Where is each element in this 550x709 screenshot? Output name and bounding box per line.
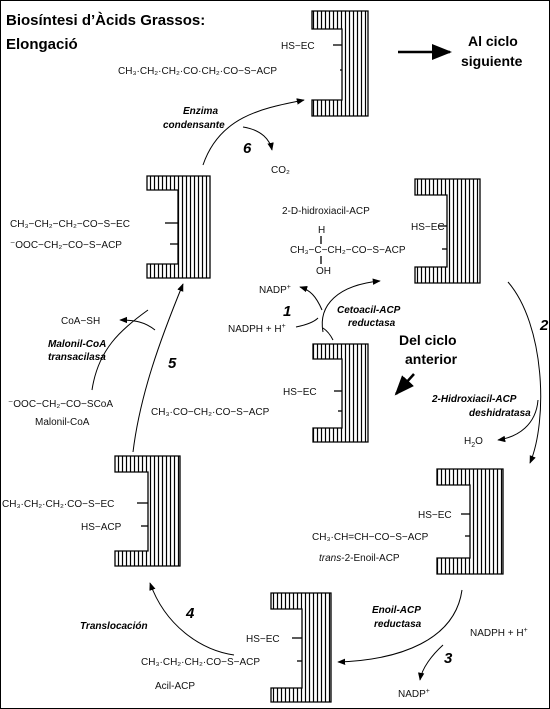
malonyl-arrow bbox=[91, 309, 149, 391]
prev-cycle-arrow bbox=[394, 373, 415, 396]
enzyme-label-1: Cetoacil-ACP bbox=[337, 305, 401, 316]
enzyme-label-1: Enzima bbox=[183, 106, 218, 117]
prev-cycle-label-1: Del ciclo bbox=[399, 332, 457, 348]
complex-hydroxyacyl: 2-D-hidroxiacil-ACP HS−EC H CH₃−C−CH₂−CO… bbox=[282, 178, 481, 284]
complex-enoyl: HS−EC CH₃·CH=CH−CO−S−ACP trans-2-Enoil-A… bbox=[312, 468, 504, 575]
product: CO₂ bbox=[271, 165, 290, 176]
complex-line-1: HS−EC bbox=[246, 634, 280, 645]
co2-arrow bbox=[242, 126, 274, 151]
enoyl-name-italic: trans bbox=[319, 553, 341, 564]
step-2: 2 2-Hidroxiacil-ACP deshidratasa H2O bbox=[431, 281, 549, 464]
product: NADP+ bbox=[259, 284, 291, 296]
title-line-2: Elongació bbox=[6, 36, 78, 53]
substrate: NADPH + H+ bbox=[228, 323, 286, 335]
complex-line-1: HS−EC bbox=[411, 222, 445, 233]
product: H2O bbox=[464, 436, 483, 449]
complex-line-2: CH₃·CO−CH₂·CO−S−ACP bbox=[151, 407, 270, 418]
enzyme-label-2: reductasa bbox=[374, 619, 422, 630]
complex-line-1: CH₃·CH₂·CH₂·CO−S−EC bbox=[2, 499, 114, 510]
step-1-arrow bbox=[321, 278, 381, 333]
complex-line-2: CH₃·CH₂·CH₂·CO·CH₂·CO−S−ACP bbox=[118, 66, 277, 77]
step-number: 3 bbox=[444, 650, 453, 667]
complex-acyl: HS−EC CH₃·CH₂·CH₂·CO−S−ACP Acil-ACP bbox=[141, 592, 332, 703]
enzyme-complex-shape bbox=[312, 343, 369, 443]
nadp-arrow bbox=[418, 644, 444, 681]
hydroxy-name: 2-D-hidroxiacil-ACP bbox=[282, 206, 370, 217]
enzyme-complex-shape bbox=[270, 592, 332, 703]
step-6-arrow bbox=[202, 98, 305, 166]
complex-line-2: CH₃−C−CH₂−CO−S−ACP bbox=[290, 245, 406, 256]
step-4-arrow bbox=[149, 582, 235, 656]
enzyme-complex-shape bbox=[146, 175, 211, 279]
step-2-arrow bbox=[507, 281, 542, 464]
enzyme-label-2: deshidratasa bbox=[469, 408, 531, 419]
enzyme-complex-shape bbox=[436, 468, 504, 575]
step-5: CoA−SH Malonil-CoA transacilasa 5 ⁻OOC−C… bbox=[8, 283, 184, 453]
step-number: 1 bbox=[283, 303, 291, 320]
product: NADP+ bbox=[398, 688, 430, 700]
next-cycle-label-1: Al ciclo bbox=[468, 33, 518, 49]
enzyme-label-2: transacilasa bbox=[48, 352, 106, 363]
anterior-to-step-1 bbox=[322, 327, 334, 341]
complex-line-1: CH₃−CH₂−CH₂−CO−S−EC bbox=[10, 219, 130, 230]
complex-line-2: CH₃·CH₂·CH₂·CO−S−ACP bbox=[141, 657, 260, 668]
enzyme-label-2: reductasa bbox=[348, 318, 396, 329]
enzyme-label-2: condensante bbox=[163, 120, 225, 131]
acyl-name: Acil-ACP bbox=[155, 681, 195, 692]
coash-arrow bbox=[119, 316, 156, 331]
step-5-arrow bbox=[132, 283, 184, 453]
complex-translocated: CH₃·CH₂·CH₂·CO−S−EC HS−ACP bbox=[2, 455, 181, 567]
step-number: 5 bbox=[168, 355, 177, 372]
title-line-1: Biosíntesi d’Àcids Grassos: bbox=[6, 12, 205, 29]
enzyme-label-1: Malonil-CoA bbox=[48, 339, 106, 350]
next-cycle-label-2: siguiente bbox=[461, 53, 523, 69]
product: CoA−SH bbox=[61, 316, 100, 327]
nadp-arrow bbox=[299, 286, 323, 311]
complex-line-2: ⁻OOC−CH₂−CO−S−ACP bbox=[10, 240, 122, 251]
enzyme-complex-shape bbox=[311, 10, 369, 117]
step-1: NADP+ 1 NADPH + H+ Cetoacil-ACP reductas… bbox=[228, 278, 401, 335]
h2o-arrow bbox=[497, 399, 539, 443]
nadph-arrow bbox=[295, 317, 319, 328]
step-4: Translocación 4 bbox=[80, 582, 235, 656]
complex-line-1: HS−EC bbox=[281, 41, 315, 52]
complex-malonyl: CH₃−CH₂−CH₂−CO−S−EC ⁻OOC−CH₂−CO−S−ACP bbox=[10, 175, 211, 279]
substrate-formula: ⁻OOC−CH₂−CO−SCoA bbox=[8, 399, 113, 410]
complex-line-2: HS−ACP bbox=[81, 522, 122, 533]
step-3: Enoil-ACP reductasa NADPH + H+ 3 NADP+ bbox=[337, 589, 528, 700]
complex-line-2: CH₃·CH=CH−CO−S−ACP bbox=[312, 532, 429, 543]
substrate-name: Malonil-CoA bbox=[35, 417, 90, 428]
step-number: 4 bbox=[185, 605, 195, 622]
branch-oh: OH bbox=[316, 266, 331, 277]
enzyme-label-1: Translocación bbox=[80, 621, 148, 632]
prev-cycle-label-2: anterior bbox=[405, 351, 458, 367]
step-number: 6 bbox=[243, 140, 252, 157]
enoyl-name-rest: -2-Enoil-ACP bbox=[341, 553, 400, 564]
complex-line-1: HS−EC bbox=[418, 510, 452, 521]
substrate: NADPH + H+ bbox=[470, 627, 528, 639]
enoyl-name: trans-2-Enoil-ACP bbox=[319, 553, 400, 564]
step-6: Enzima condensante 6 CO₂ bbox=[163, 98, 305, 176]
step-3-arrow bbox=[337, 589, 463, 665]
enzyme-complex-shape bbox=[114, 455, 181, 567]
enzyme-label-1: 2-Hidroxiacil-ACP bbox=[431, 394, 517, 405]
branch-h: H bbox=[318, 225, 325, 236]
complex-line-1: HS−EC bbox=[283, 387, 317, 398]
step-number: 2 bbox=[539, 317, 549, 334]
complex-top: HS−EC CH₃·CH₂·CH₂·CO·CH₂·CO−S−ACP bbox=[118, 10, 369, 117]
enzyme-label-1: Enoil-ACP bbox=[372, 605, 421, 616]
complex-anterior: HS−EC CH₃·CO−CH₂·CO−S−ACP bbox=[151, 343, 369, 443]
enzyme-complex-shape bbox=[414, 178, 481, 284]
